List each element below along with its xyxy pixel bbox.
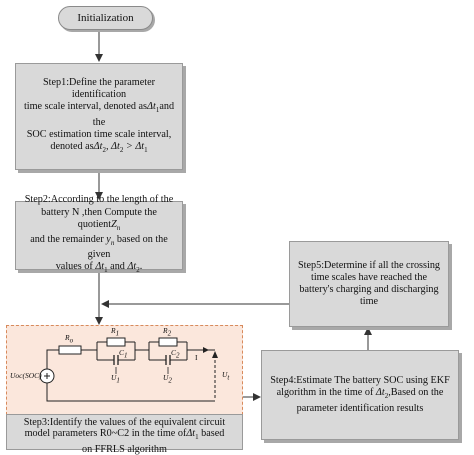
u2-label: U2 [163,373,172,385]
step5-line3: battery's charging and discharging [299,284,439,295]
u1-label: U1 [111,373,120,385]
r0-sub: o [69,336,74,345]
step4-dt2-sub: 2 [384,392,389,401]
step1-line1: Step1:Define the parameter identificatio… [42,76,155,101]
r1-sub: 1 [115,329,120,338]
resistor-r1 [106,337,126,347]
step2-dt2-symbol: Δt [127,261,137,273]
step2-yn-symbol: y [106,233,111,245]
u2-letter: U [163,373,169,382]
u2-sub: 2 [168,376,172,385]
step2-line1: Step2:According to the length of the [24,194,174,206]
step5-box: Step5:Determine if all the crossing time… [289,241,449,327]
step1-line4: denoted asΔt2, Δt2 > Δt1 [21,141,177,156]
u1-sub: 1 [116,376,120,385]
step2-line3-post: based on the given [87,233,168,261]
step1-text: Step1:Define the parameter identificatio… [21,77,177,156]
step4-text: Step4:Estimate The battery SOC using EKF… [270,375,450,415]
step5-text: Step5:Determine if all the crossing time… [298,260,440,309]
step2-yn-sub: n [110,239,115,248]
step1-line3: SOC estimation time scale interval, [26,128,172,140]
r0-label: Ro [65,333,73,345]
step1-dt2-symbol: Δt [93,140,103,152]
step3-line2-post: based [198,428,225,440]
resistor-r2 [158,337,178,347]
step2-line3-pre: and the remainder [30,233,104,245]
resistor-r0 [58,345,82,355]
ut-sub: t [227,373,230,382]
step4-line1: Step4:Estimate The battery SOC using EKF [270,375,450,387]
c1-sub: 1 [124,351,128,360]
step3-line2-pre: model parameters R0~C2 in the time of [24,428,187,440]
initialization-node: Initialization [58,6,153,30]
step1-relation-left: , Δt [105,140,120,152]
c2-sub: 2 [176,351,180,360]
step1-relation-right-sub: 1 [144,145,148,154]
step4-line2-pre: algorithm in the time of [276,387,376,399]
step2-zn-symbol: Z [111,218,117,230]
step3-line1: Step3:Identify the values of the equival… [23,417,226,428]
step2-line2-pre: battery N ,then Compute the quotient [41,206,157,230]
step1-line2: time scale interval, denoted asΔt1and th… [21,101,177,128]
step2-line4-mid: and [107,261,128,273]
wire-return [46,383,215,402]
wire-source-top [46,349,59,369]
c1-letter: C [119,348,125,357]
ut-label: Ut [222,370,229,382]
ut-letter: U [222,370,228,379]
initialization-label: Initialization [77,12,134,24]
r1-label: R1 [111,326,119,338]
r0-letter: R [65,333,70,342]
step2-dt1-symbol: Δt [95,261,105,273]
step1-line2-pre: time scale interval, denoted as [23,101,148,113]
c2-letter: C [171,348,177,357]
step3-line3: on FFRLS algorithm [82,443,167,455]
r2-label: R2 [163,326,171,338]
step2-box: Step2:According to the length of the bat… [15,194,183,274]
step1-relation-right: > Δt [123,140,145,152]
current-arrow-head [203,347,209,353]
step5-line1: Step5:Determine if all the crossing [297,259,441,271]
step2-line4-post: . [139,261,143,273]
u1-letter: U [111,373,117,382]
step2-line4: values of Δt1 and Δt2. [21,261,177,276]
step4-line2: algorithm in the time of Δt2,Based on th… [270,387,450,402]
step2-dt2-sub: 2 [136,266,140,275]
step2-text: Step2:According to the length of the bat… [21,194,177,276]
step1-box: Step1:Define the parameter identificatio… [15,63,183,170]
c1-label: C1 [119,348,128,360]
step4-box: Step4:Estimate The battery SOC using EKF… [261,350,459,440]
step3-dt1-symbol: Δt [186,428,196,440]
step3-line2: model parameters R0~C2 in the time ofΔt1… [7,428,242,443]
step2-dt1-sub: 1 [104,266,108,275]
step1-line2-post: and the [92,101,175,128]
step5-line2: time scales have reached the [311,271,427,283]
c2-label: C2 [171,348,180,360]
step5-line4: time [359,296,379,308]
step1-dt1-sub: 1 [155,106,160,115]
step2-line3: and the remainder yn based on the given [21,234,177,261]
equivalent-circuit-panel: Uoc(SOC) Ro R1 C1 U1 R2 C2 U2 I Ut [6,325,243,415]
step3-dt1-sub: 1 [195,433,199,442]
r1-letter: R [111,326,116,335]
source-label: Uoc(SOC) [10,371,42,380]
step1-line4-pre: denoted as [50,140,94,152]
r2-sub: 2 [167,329,172,338]
step2-line4-pre: values of [55,261,96,273]
step4-line3: parameter identification results [296,402,424,414]
step1-relation-left-sub: 2 [119,145,124,154]
current-label: I [195,353,198,362]
step2-zn-sub: n [116,223,121,232]
r2-letter: R [163,326,168,335]
step4-line2-post: ,Based on the [388,387,444,399]
equivalent-circuit-diagram [39,337,218,402]
step4-dt2-symbol: Δt [375,387,385,399]
step2-line2: battery N ,then Compute the quotientZn [21,207,177,234]
step3-box: Step3:Identify the values of the equival… [6,414,243,455]
step1-dt1-symbol: Δt [147,101,156,113]
step1-dt2-sub: 2 [102,145,106,154]
ut-arrow-head [212,351,218,358]
